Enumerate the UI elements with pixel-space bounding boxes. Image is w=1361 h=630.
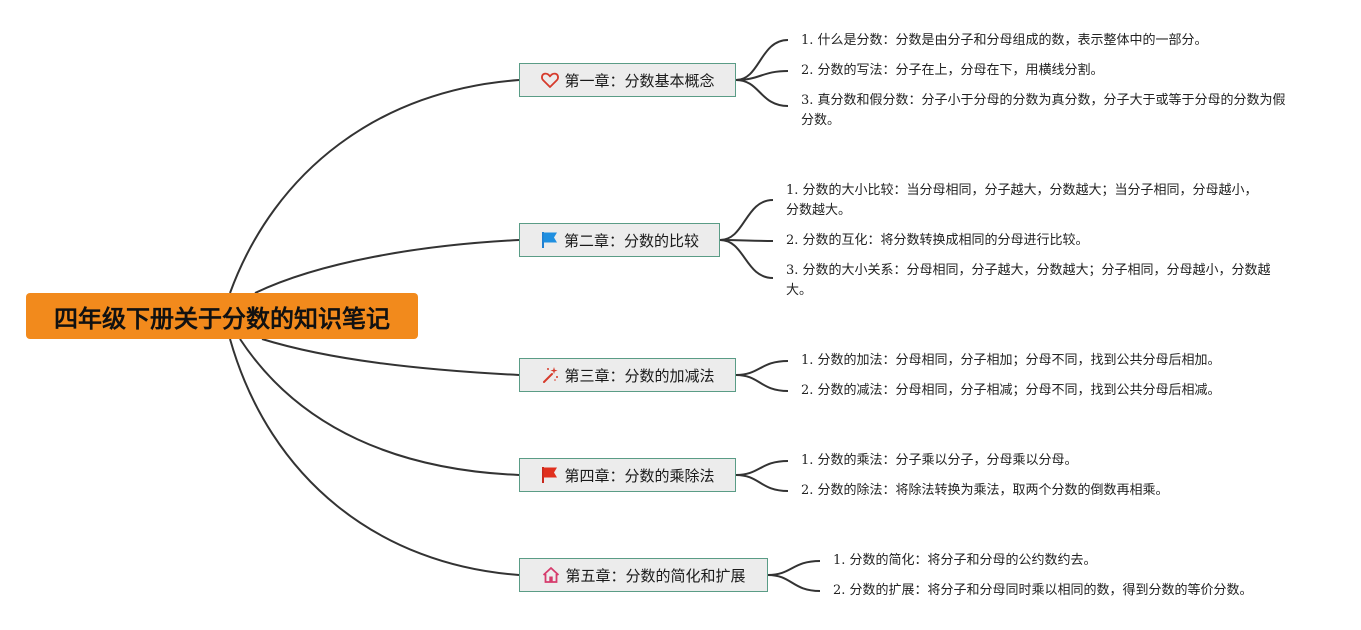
connector-ch5-item1 <box>767 560 821 576</box>
chapter-1-item-1[interactable]: 1. 什么是分数：分数是由分子和分母组成的数，表示整体中的一部分。 <box>801 33 1208 48</box>
red-flag-icon <box>540 465 560 485</box>
chapter-4-item-1[interactable]: 1. 分数的乘法：分子乘以分子，分母乘以分母。 <box>801 453 1078 468</box>
chapter-3-title: 第三章：分数的加减法 <box>564 366 715 385</box>
connector-root-ch5 <box>229 338 520 576</box>
chapter-2-item-3[interactable]: 3. 分数的大小关系：分母相同，分子越大，分数越大；分子相同，分母越小，分数越大… <box>786 263 1271 298</box>
chapter-2-item-2[interactable]: 2. 分数的互化：将分数转换成相同的分母进行比较。 <box>786 233 1089 248</box>
chapter-1-item-3[interactable]: 3. 真分数和假分数：分子小于分母的分数为真分数，分子大于或等于分母的分数为假分… <box>801 93 1286 128</box>
chapter-4-item-2[interactable]: 2. 分数的除法：将除法转换为乘法，取两个分数的倒数再相乘。 <box>801 483 1169 498</box>
connector-root-ch1 <box>229 79 520 294</box>
connector-root-ch4 <box>239 338 520 476</box>
connector-ch4-item1 <box>735 460 789 476</box>
chapter-3-item-1[interactable]: 1. 分数的加法：分母相同，分子相加；分母不同，找到公共分母后相加。 <box>801 353 1221 368</box>
chapter-2-node[interactable]: 第二章：分数的比较 <box>519 223 720 257</box>
chapter-3-node[interactable]: 第三章：分数的加减法 <box>519 358 736 392</box>
chapter-4-title: 第四章：分数的乘除法 <box>564 466 715 485</box>
blue-flag-icon <box>540 230 560 250</box>
chapter-4-node[interactable]: 第四章：分数的乘除法 <box>519 458 736 492</box>
connector-root-ch3 <box>261 338 520 376</box>
chapter-1-node[interactable]: 第一章：分数基本概念 <box>519 63 736 97</box>
connector-ch1-item2 <box>735 70 789 81</box>
connector-ch3-item2 <box>735 374 789 392</box>
root-title: 四年级下册关于分数的知识笔记 <box>54 304 390 333</box>
chapter-5-title: 第五章：分数的简化和扩展 <box>565 566 746 585</box>
chapter-5-item-1[interactable]: 1. 分数的简化：将分子和分母的公约数约去。 <box>833 553 1097 568</box>
chapter-3-item-2[interactable]: 2. 分数的减法：分母相同，分子相减；分母不同，找到公共分母后相减。 <box>801 383 1221 398</box>
chapter-1-title: 第一章：分数基本概念 <box>564 71 715 90</box>
chapter-2-title: 第二章：分数的比较 <box>563 231 699 250</box>
connector-ch2-item3 <box>719 239 774 279</box>
chapter-5-item-2[interactable]: 2. 分数的扩展：将分子和分母同时乘以相同的数，得到分数的等价分数。 <box>833 583 1253 598</box>
chapter-2-item-1[interactable]: 1. 分数的大小比较：当分母相同，分子越大，分数越大；当分子相同，分母越小，分数… <box>786 183 1258 218</box>
connector-ch5-item2 <box>767 574 821 592</box>
connector-ch2-item1 <box>719 199 774 241</box>
connector-ch3-item1 <box>735 360 789 376</box>
heart-icon <box>540 70 560 90</box>
connector-root-ch2 <box>254 239 520 294</box>
magic-wand-icon <box>540 365 560 385</box>
chapter-5-node[interactable]: 第五章：分数的简化和扩展 <box>519 558 768 592</box>
connector-ch1-item3 <box>735 79 789 107</box>
root-topic[interactable]: 四年级下册关于分数的知识笔记 <box>26 293 418 339</box>
connector-ch4-item2 <box>735 474 789 492</box>
chapter-1-item-2[interactable]: 2. 分数的写法：分子在上，分母在下，用横线分割。 <box>801 63 1104 78</box>
connector-ch1-item1 <box>735 39 789 81</box>
home-icon <box>541 565 561 585</box>
